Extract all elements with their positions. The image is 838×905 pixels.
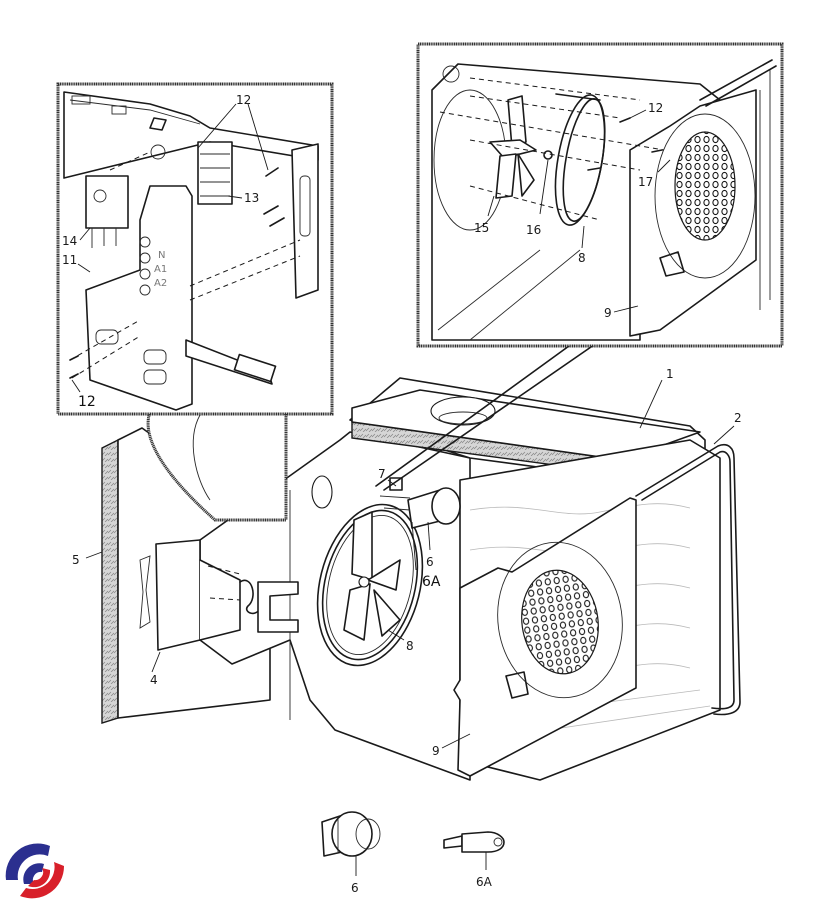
part-16-nut	[543, 150, 553, 160]
callout-7: 7	[378, 467, 386, 481]
callout-17: 17	[638, 175, 653, 189]
terminal-mark-n: N	[158, 250, 165, 261]
part-9-fan-cover	[453, 497, 637, 777]
part-14-motor	[85, 175, 129, 248]
detail-part-6-lamp-holder: 6	[321, 811, 381, 895]
callout-9: 9	[432, 744, 440, 758]
detail-lamp-parts: 6 6A	[321, 811, 505, 895]
callout-8-inset-right: 8	[578, 251, 586, 265]
brand-logo	[5, 843, 65, 899]
callout-6: 6	[426, 555, 434, 569]
callout-12-top: 12	[236, 93, 251, 107]
part-4-bracket	[155, 539, 299, 651]
part-9-fan-cover-inset	[629, 89, 757, 337]
part-8-heating-element	[316, 503, 424, 667]
callout-15: 15	[474, 221, 489, 235]
callouts-main: 1 2 4 5 6 6A 7 8 9	[72, 367, 742, 758]
part-13-terminal-block	[197, 141, 233, 205]
main-assembly: 1 2 4 5 6 6A 7 8 9	[72, 337, 742, 781]
callout-12-bottom: 12	[78, 394, 96, 410]
callout-8: 8	[406, 639, 414, 653]
callout-11: 11	[62, 253, 77, 267]
part-8-element-inset	[554, 93, 606, 226]
part-6-lamp-assembly	[379, 477, 461, 529]
callout-9-inset-right: 9	[604, 306, 612, 320]
callout-6a: 6A	[422, 574, 441, 590]
callout-12-inset-right: 12	[648, 101, 663, 115]
callout-1: 1	[666, 367, 674, 381]
part-11-mounting-plate: N A1 A2	[69, 185, 301, 411]
callout-5: 5	[72, 553, 80, 567]
inset-pointer-line-2	[383, 337, 605, 491]
part-2-door-seal	[635, 443, 741, 716]
detail-callout-6: 6	[351, 881, 359, 895]
terminal-mark-a2: A2	[154, 278, 167, 289]
detail-part-6a-lamp: 6A	[443, 831, 505, 889]
inset-pointer-line-1	[375, 337, 581, 487]
part-15-fan-blade	[489, 95, 537, 199]
terminal-mark-a1: A1	[154, 264, 167, 275]
callout-13: 13	[244, 191, 259, 205]
callout-4: 4	[150, 673, 158, 687]
logo-mark-icon	[5, 843, 65, 899]
detail-callout-6a: 6A	[476, 875, 493, 889]
callout-16: 16	[526, 223, 541, 237]
inset-right-fan-assembly: 12 17 15 16 8 9	[416, 42, 784, 348]
callout-2: 2	[734, 411, 742, 425]
inset-left-control-bracket: N A1 A2 12 13 14 11 12	[56, 82, 334, 522]
callout-14: 14	[62, 234, 77, 248]
